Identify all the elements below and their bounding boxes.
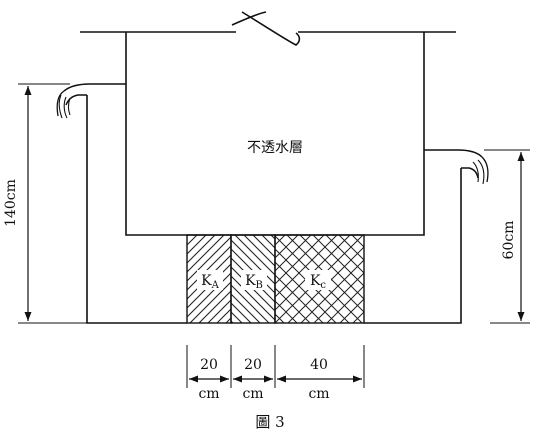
right-height-label: 60cm xyxy=(501,221,517,260)
width-value-a: 20 xyxy=(200,357,218,373)
impermeable-layer-label: 不透水層 xyxy=(247,140,303,156)
soil-label-a: KA xyxy=(201,273,219,291)
width-value-b: 20 xyxy=(244,357,262,373)
width-unit-c: cm xyxy=(308,386,329,402)
right-outflow-pipe xyxy=(424,149,489,185)
figure-caption: 圖 3 xyxy=(255,413,284,431)
width-value-c: 40 xyxy=(310,357,328,373)
soil-label-c: Kc xyxy=(310,273,326,291)
left-height-label: 140cm xyxy=(3,179,19,227)
width-unit-b: cm xyxy=(242,386,263,402)
label-bg-c xyxy=(305,270,331,290)
label-bg-a xyxy=(197,270,223,290)
width-unit-a: cm xyxy=(198,386,219,402)
width-dimensions xyxy=(186,345,365,388)
impermeable-block xyxy=(125,32,425,236)
left-height-dimension xyxy=(18,83,87,324)
label-bg-b xyxy=(241,270,267,290)
right-height-dimension xyxy=(484,149,530,324)
soil-label-b: KB xyxy=(245,273,263,291)
left-inflow-pipe xyxy=(56,83,126,119)
top-water-surface xyxy=(80,11,456,46)
